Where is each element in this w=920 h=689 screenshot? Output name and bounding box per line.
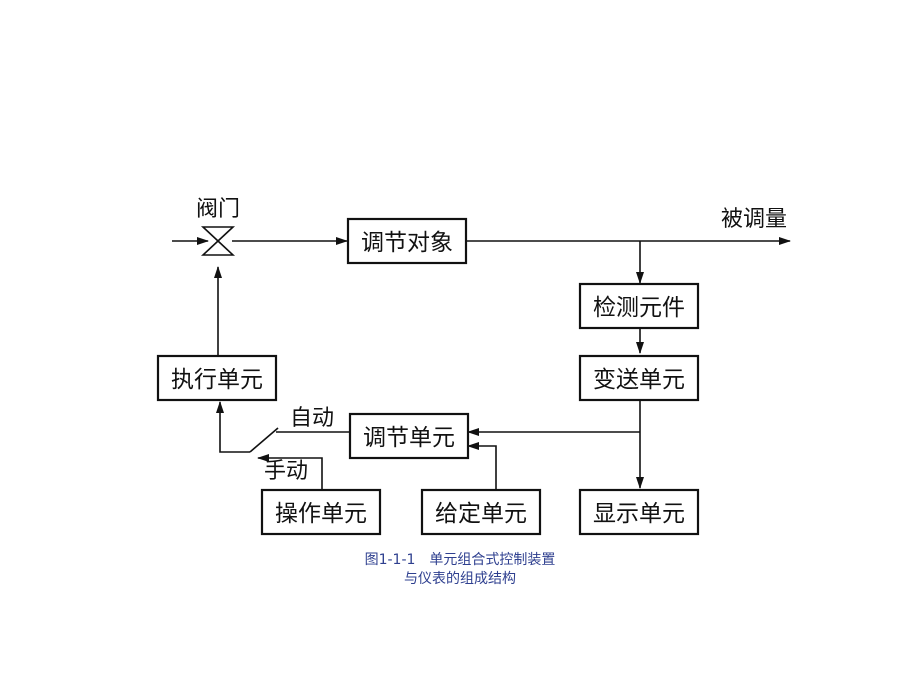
controller-label: 调节单元: [363, 425, 455, 451]
caption-line-1: 图1-1-1 单元组合式控制装置: [364, 552, 556, 568]
operator-label: 操作单元: [275, 501, 367, 527]
actuator-block: 执行单元: [156, 354, 278, 402]
valve-icon: [200, 226, 236, 256]
sensor-block: 检测元件: [578, 282, 700, 330]
object-block: 调节对象: [346, 217, 468, 265]
controlled-variable-label: 被调量: [721, 207, 787, 232]
switch-to-actuator-line: [216, 401, 250, 453]
setpoint-line: [467, 442, 497, 490]
sensor-label: 检测元件: [593, 295, 685, 321]
display-block: 显示单元: [578, 488, 700, 536]
controller-block: 调节单元: [348, 412, 470, 460]
setpoint-block: 给定单元: [420, 488, 542, 536]
manual-label: 手动: [264, 459, 308, 484]
setpoint-label: 给定单元: [435, 501, 527, 527]
display-label: 显示单元: [593, 501, 685, 527]
operator-block: 操作单元: [260, 488, 382, 536]
actuator-label: 执行单元: [171, 367, 263, 393]
auto-label: 自动: [290, 406, 334, 431]
manual-line: [257, 454, 323, 490]
switch-blade: [249, 427, 279, 453]
caption-line-2: 与仪表的组成结构: [404, 571, 516, 587]
object-label: 调节对象: [361, 230, 453, 256]
valve-label: 阀门: [196, 197, 240, 222]
transmitter-block: 变送单元: [578, 354, 700, 402]
transmitter-label: 变送单元: [593, 367, 685, 393]
